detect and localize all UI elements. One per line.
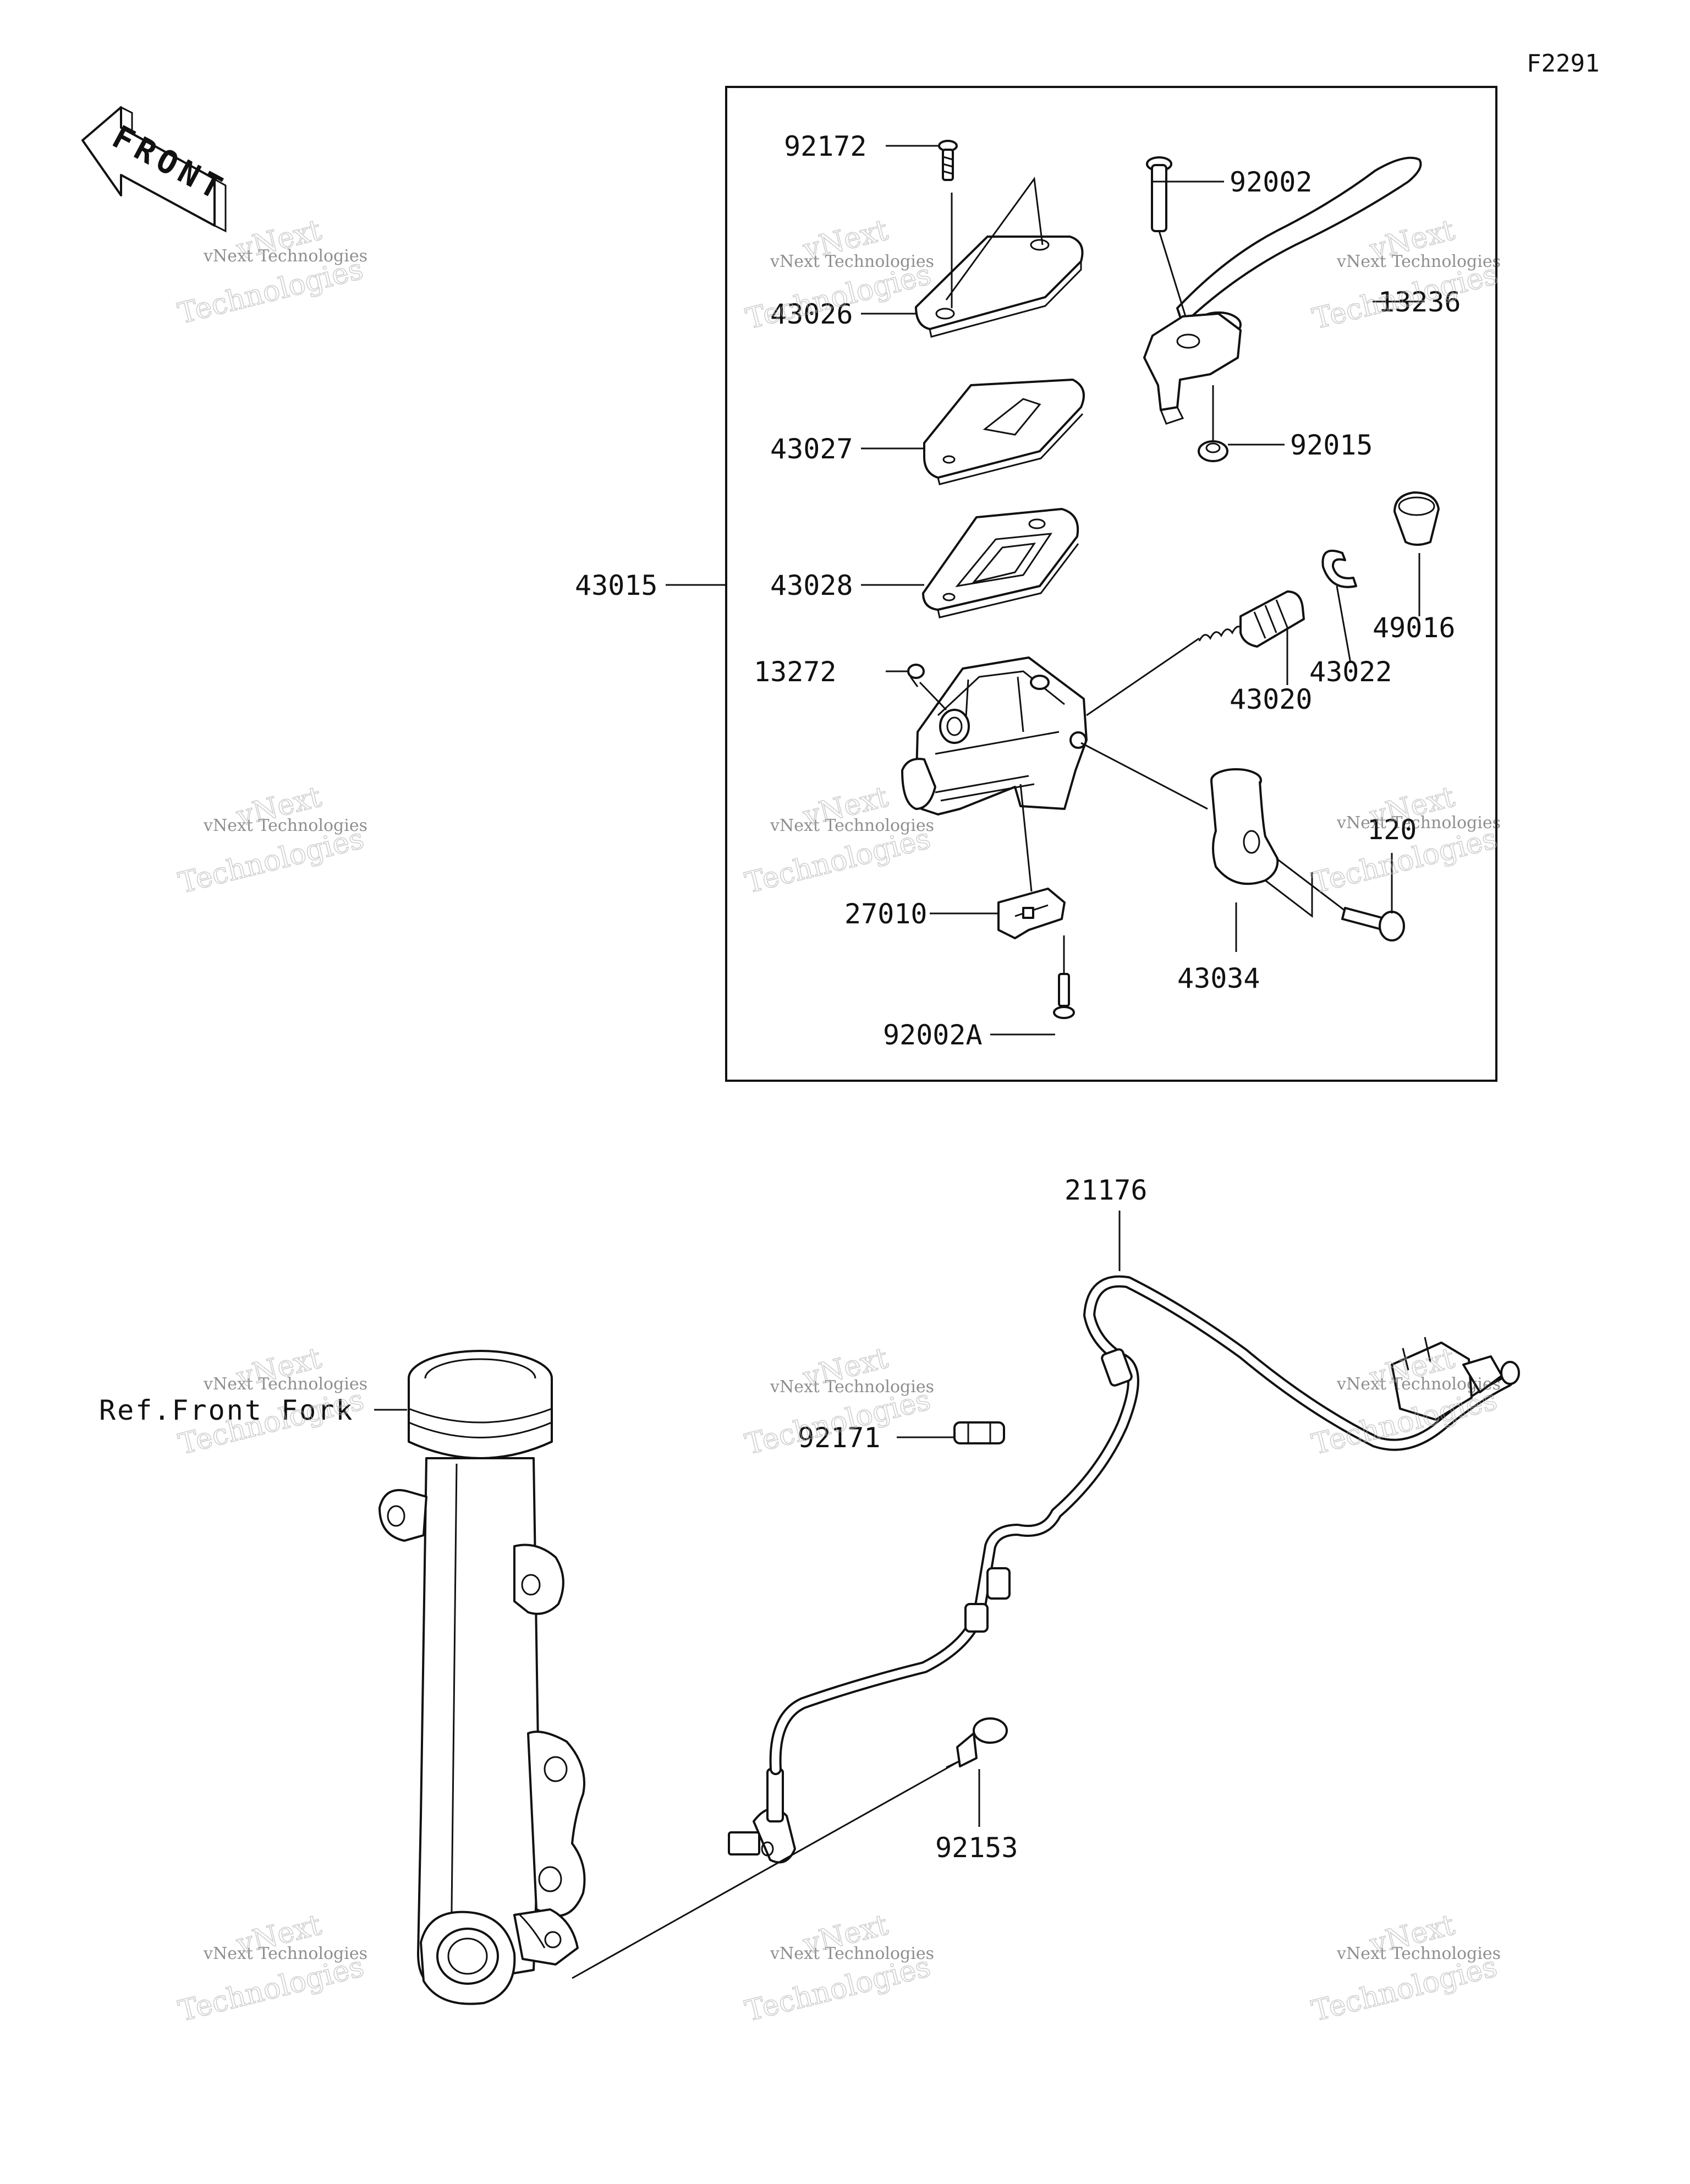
clamp-92171 bbox=[953, 1421, 1005, 1444]
diaphragm-plate-43027 bbox=[923, 379, 1085, 485]
bolt-92153 bbox=[946, 1717, 1008, 1769]
label-43027: 43027 bbox=[770, 433, 853, 465]
watermark-4: vNext Technologies vNext Technologies bbox=[175, 780, 367, 900]
watermarks: vNext Technologies vNext Technologies vN… bbox=[174, 213, 1501, 2028]
front-fork-outer-tube bbox=[378, 1350, 586, 2005]
label-92015: 92015 bbox=[1290, 429, 1373, 461]
screw-92002a bbox=[1053, 973, 1075, 1019]
screw-92172 bbox=[938, 140, 958, 181]
svg-text:vNext Technologies: vNext Technologies bbox=[1336, 252, 1501, 271]
svg-text:vNext Technologies: vNext Technologies bbox=[203, 1375, 367, 1394]
label-92153: 92153 bbox=[935, 1832, 1018, 1864]
label-ref-front-fork: Ref.Front Fork bbox=[99, 1394, 354, 1426]
label-27010: 27010 bbox=[844, 898, 928, 930]
label-43022: 43022 bbox=[1309, 656, 1392, 688]
svg-text:vNext Technologies: vNext Technologies bbox=[770, 1944, 934, 1963]
part-labels: 92172 43026 43027 43028 43015 13272 2701… bbox=[99, 130, 1461, 1864]
label-13236: 13236 bbox=[1378, 286, 1461, 318]
label-92171: 92171 bbox=[798, 1422, 881, 1454]
watermark-12: vNext Technologies vNext Technologies bbox=[1308, 1908, 1501, 2028]
svg-text:vNext Technologies: vNext Technologies bbox=[770, 1377, 934, 1397]
svg-text:vNext Technologies: vNext Technologies bbox=[203, 247, 367, 266]
front-direction-arrow-icon: FRONT bbox=[81, 106, 233, 233]
assembly-frame bbox=[725, 86, 1497, 1082]
label-92002a: 92002A bbox=[883, 1019, 983, 1051]
nut-92015 bbox=[1198, 440, 1228, 462]
label-92002: 92002 bbox=[1230, 166, 1313, 198]
label-13272: 13272 bbox=[754, 656, 837, 688]
brake-lever-13236 bbox=[1143, 156, 1422, 425]
diaphragm-43028 bbox=[922, 508, 1079, 618]
abs-sensor-harness-21176 bbox=[769, 1275, 1520, 1775]
label-43026: 43026 bbox=[770, 298, 853, 330]
watermark-1: vNext Technologies vNext Technologies bbox=[174, 213, 367, 331]
watermark-10: vNext Technologies vNext Technologies bbox=[175, 1908, 367, 2028]
label-49016: 49016 bbox=[1373, 612, 1456, 644]
upper-leader-lines bbox=[666, 145, 1425, 1036]
circlip-43022 bbox=[1321, 550, 1357, 588]
label-43020: 43020 bbox=[1230, 683, 1313, 715]
watermark-11: vNext Technologies vNext Technologies bbox=[742, 1908, 934, 2028]
svg-text:vNext Technologies: vNext Technologies bbox=[1336, 813, 1501, 833]
bolt-120 bbox=[1341, 907, 1405, 942]
master-cylinder-body bbox=[901, 656, 1088, 815]
label-120: 120 bbox=[1367, 814, 1417, 846]
lower-leader-lines bbox=[374, 1211, 1121, 1979]
reservoir-cap-43026 bbox=[915, 236, 1084, 338]
svg-text:vNext Technologies: vNext Technologies bbox=[1336, 1944, 1501, 1963]
brake-switch-27010 bbox=[997, 888, 1066, 939]
svg-text:vNext Technologies: vNext Technologies bbox=[770, 816, 934, 835]
svg-text:vNext Technologies: vNext Technologies bbox=[770, 252, 934, 271]
label-43034: 43034 bbox=[1177, 962, 1260, 994]
svg-text:vNext Technologies: vNext Technologies bbox=[203, 816, 367, 835]
clamp-43034 bbox=[1210, 768, 1279, 885]
piston-kit-43020 bbox=[1198, 590, 1305, 648]
label-43028: 43028 bbox=[770, 570, 853, 601]
pivot-bolt-92002 bbox=[1146, 156, 1172, 232]
svg-text:vNext Technologies: vNext Technologies bbox=[1336, 1375, 1501, 1394]
svg-text:vNext Technologies: vNext Technologies bbox=[203, 1944, 367, 1963]
label-21176: 21176 bbox=[1065, 1174, 1148, 1206]
diagram-code: F2291 bbox=[1527, 50, 1599, 78]
label-92172: 92172 bbox=[784, 130, 867, 162]
abs-wheel-sensor bbox=[728, 1768, 796, 1864]
dust-boot-49016 bbox=[1393, 491, 1440, 546]
label-43015: 43015 bbox=[575, 570, 658, 601]
